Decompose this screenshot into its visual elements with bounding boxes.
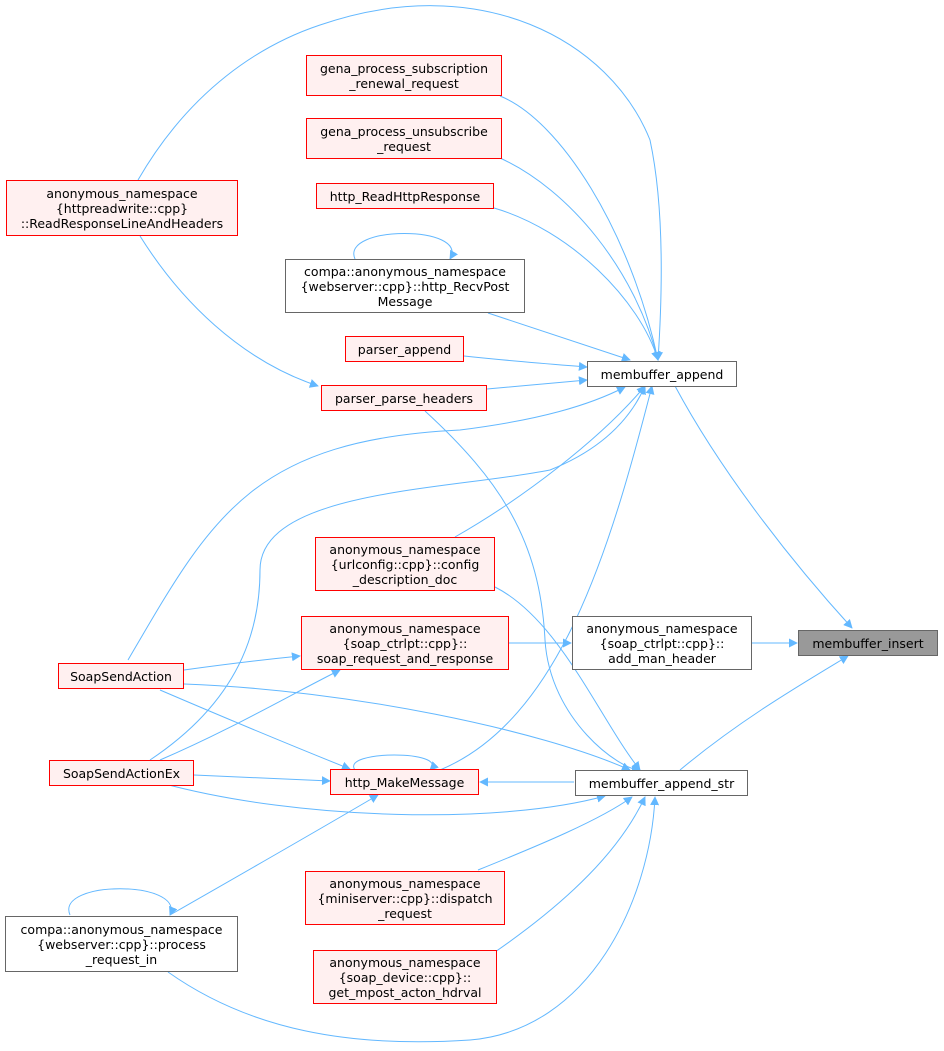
- edge-makemessage-self-loop: [353, 754, 439, 771]
- node-label: compa::anonymous_namespace {webserver::c…: [20, 921, 223, 967]
- node-membuffer-insert: membuffer_insert: [798, 630, 938, 656]
- edge-soapsendaction-to-soaprequest: [183, 652, 301, 671]
- node-label: SoapSendAction: [70, 668, 172, 684]
- edge-soapsendactionex-to-appendstr: [164, 783, 606, 816]
- node-label: SoapSendActionEx: [62, 765, 181, 781]
- edge-parserappend-to-append: [463, 355, 588, 371]
- node-http-readhttpresponse[interactable]: http_ReadHttpResponse: [316, 183, 494, 209]
- node-membuffer-append-str[interactable]: membuffer_append_str: [575, 770, 748, 796]
- node-gena-process-subscription-renewal-request[interactable]: gena_process_subscription _renewal_reque…: [306, 55, 502, 96]
- edge-getmpost-to-appendstr: [494, 796, 646, 953]
- edge-soapsendaction-to-makemessage: [159, 689, 351, 771]
- edge-processrequest-self-loop: [68, 888, 178, 916]
- node-label: anonymous_namespace {soap_ctrlpt::cpp}::…: [586, 620, 738, 666]
- edge-soapsendactionex-to-append: [149, 385, 646, 761]
- node-soapsendaction[interactable]: SoapSendAction: [58, 663, 184, 689]
- node-membuffer-append[interactable]: membuffer_append: [587, 361, 737, 387]
- edge-renewal-to-append: [499, 95, 661, 361]
- edge-readresponse-to-append: [137, 5, 664, 361]
- edge-readhttp-to-append: [493, 207, 660, 361]
- node-dispatch-request[interactable]: anonymous_namespace {miniserver::cpp}::d…: [305, 871, 505, 925]
- edge-soapsendaction-to-append: [127, 386, 626, 661]
- node-label: http_MakeMessage: [344, 774, 465, 790]
- node-config-description-doc[interactable]: anonymous_namespace {urlconfig::cpp}::co…: [315, 537, 495, 591]
- node-label: parser_append: [357, 341, 452, 357]
- node-gena-process-unsubscribe-request[interactable]: gena_process_unsubscribe _request: [306, 118, 502, 159]
- node-label: anonymous_namespace {soap_ctrlpt::cpp}::…: [316, 620, 494, 666]
- edge-soapsendactionex-to-makemessage: [193, 774, 331, 786]
- node-label: parser_parse_headers: [334, 390, 474, 406]
- node-parser-append[interactable]: parser_append: [345, 336, 464, 362]
- node-http-makemessage[interactable]: http_MakeMessage: [330, 769, 479, 795]
- node-label: anonymous_namespace {urlconfig::cpp}::co…: [329, 541, 481, 587]
- node-readresponselineandheaders[interactable]: anonymous_namespace {httpreadwrite::cpp}…: [6, 180, 238, 236]
- edge-configdoc-to-append: [454, 385, 646, 538]
- edge-recvpost-self-loop: [353, 233, 458, 260]
- node-label: anonymous_namespace {soap_device::cpp}::…: [328, 954, 482, 1000]
- edge-dispatch-to-appendstr: [477, 796, 633, 871]
- node-label: membuffer_insert: [812, 635, 924, 651]
- edge-soapsendactionex-to-soaprequest: [159, 669, 341, 761]
- node-label: gena_process_subscription _renewal_reque…: [320, 60, 488, 91]
- node-label: gena_process_unsubscribe _request: [320, 123, 488, 154]
- node-label: anonymous_namespace {miniserver::cpp}::d…: [317, 875, 493, 921]
- edge-unsubscribe-to-append: [499, 157, 661, 361]
- node-http-recvpostmessage[interactable]: compa::anonymous_namespace {webserver::c…: [285, 259, 525, 313]
- node-add-man-header[interactable]: anonymous_namespace {soap_ctrlpt::cpp}::…: [572, 616, 752, 670]
- node-label: http_ReadHttpResponse: [329, 188, 481, 204]
- node-soap-request-and-response[interactable]: anonymous_namespace {soap_ctrlpt::cpp}::…: [301, 616, 509, 670]
- node-label: membuffer_append_str: [588, 775, 735, 791]
- edge-parseheaders-to-append: [486, 376, 588, 390]
- node-label: anonymous_namespace {httpreadwrite::cpp}…: [20, 185, 224, 231]
- node-process-request-in[interactable]: compa::anonymous_namespace {webserver::c…: [5, 916, 238, 972]
- edge-append-to-insert: [674, 385, 853, 629]
- edge-appendstr-to-insert: [679, 655, 849, 771]
- edge-recvpost-to-append: [487, 312, 631, 362]
- node-parser-parse-headers[interactable]: parser_parse_headers: [321, 385, 487, 411]
- node-label: membuffer_append: [600, 366, 724, 382]
- edge-soapsendaction-to-appendstr: [183, 683, 631, 771]
- node-soapsendactionex[interactable]: SoapSendActionEx: [49, 760, 194, 786]
- edge-parseheaders-to-appendstr: [424, 410, 641, 775]
- edge-readresponse-to-parseheaders: [139, 235, 319, 388]
- edge-processrequest-to-makemessage: [169, 794, 379, 916]
- edge-processrequest-to-appendstr: [167, 796, 660, 1043]
- node-get-mpost-acton-hdrval[interactable]: anonymous_namespace {soap_device::cpp}::…: [313, 950, 497, 1004]
- edge-configdoc-to-appendstr: [494, 586, 641, 771]
- node-label: compa::anonymous_namespace {webserver::c…: [300, 263, 510, 309]
